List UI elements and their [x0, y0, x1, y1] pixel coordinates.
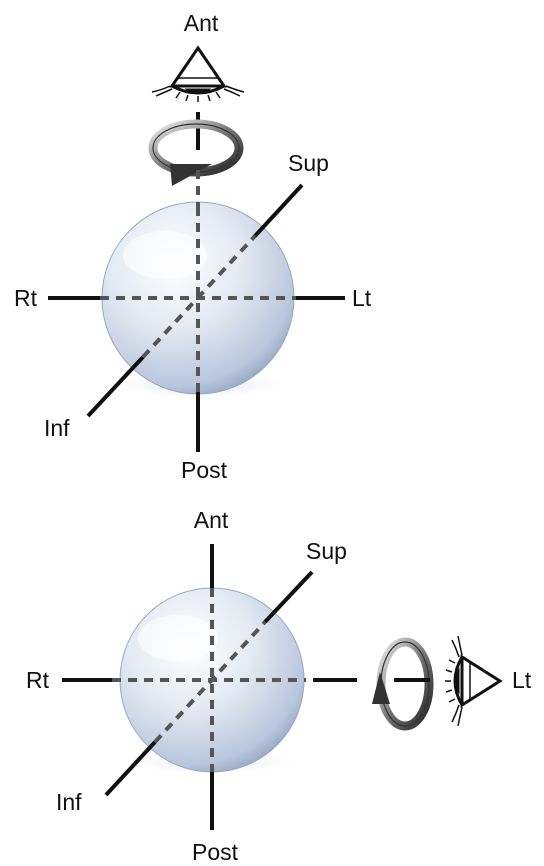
label-posterior: Post — [181, 457, 228, 483]
axis-lines — [48, 112, 345, 452]
label-anterior: Ant — [194, 507, 229, 533]
label-superior: Sup — [306, 538, 347, 564]
panel-bottom: Ant Sup Rt Lt Inf Post — [26, 507, 532, 865]
label-posterior: Post — [192, 839, 239, 865]
axis-inferior — [104, 740, 157, 797]
eye-icon — [445, 635, 503, 727]
label-right: Rt — [26, 667, 50, 693]
rotation-arrow-icon — [372, 637, 434, 731]
label-inferior: Inf — [44, 415, 70, 441]
dashed-axes — [112, 588, 306, 772]
label-anterior: Ant — [184, 10, 219, 36]
label-right: Rt — [14, 285, 38, 311]
rotation-arrow-icon — [148, 119, 244, 207]
panel-top: Ant Sup Rt Lt Inf Post — [14, 10, 372, 483]
dashed-axes — [100, 207, 296, 392]
label-inferior: Inf — [56, 789, 82, 815]
label-left: Lt — [352, 285, 372, 311]
label-left: Lt — [512, 667, 532, 693]
axis-lines — [62, 544, 357, 830]
axis-superior — [263, 570, 314, 624]
eye-icon — [151, 45, 245, 102]
axis-inferior — [86, 355, 145, 418]
axis-superior — [253, 183, 304, 238]
label-superior: Sup — [288, 150, 329, 176]
